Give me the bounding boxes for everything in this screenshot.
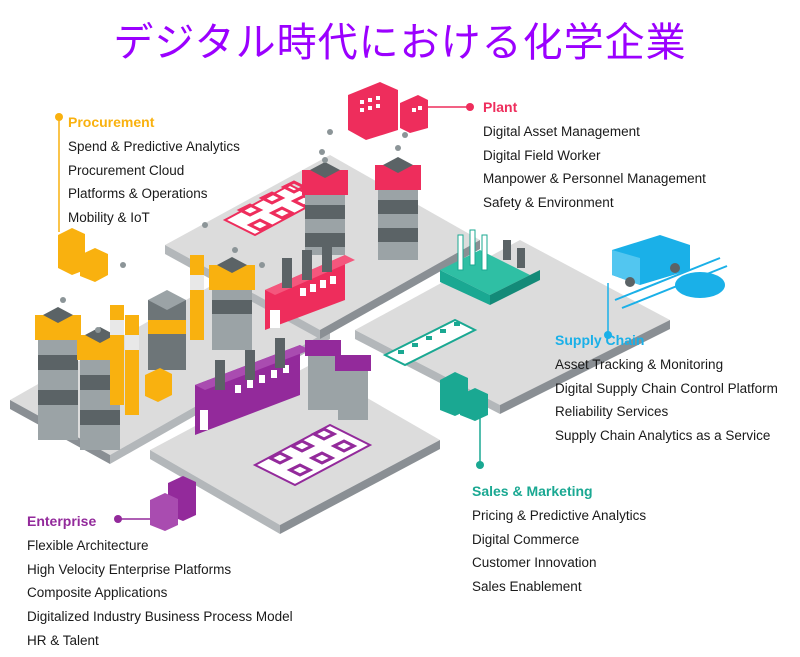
plant-tower-1: [302, 162, 348, 255]
list-item: Composite Applications: [27, 585, 168, 601]
list-item: HR & Talent: [27, 632, 99, 648]
section-heading: Sales & Marketing: [472, 483, 593, 499]
sales-icon: [440, 372, 488, 469]
sales-factory: [440, 229, 540, 305]
list-item: Procurement Cloud: [68, 162, 185, 178]
list-item: Digitalized Industry Business Process Mo…: [27, 609, 293, 625]
section-heading: Procurement: [68, 114, 155, 130]
section-enterprise: Enterprise Flexible Architecture High Ve…: [27, 512, 293, 653]
section-supply-chain: Supply Chain Asset Tracking & Monitoring…: [555, 331, 778, 448]
section-heading: Plant: [483, 99, 518, 115]
section-sales-marketing: Sales & Marketing Pricing & Predictive A…: [472, 482, 646, 599]
list-item: Safety & Environment: [483, 195, 614, 211]
list-item: Asset Tracking & Monitoring: [555, 357, 724, 372]
plant-factory: [265, 242, 355, 330]
list-item: Mobility & IoT: [68, 210, 150, 226]
section-procurement: Procurement Spend & Predictive Analytics…: [68, 113, 240, 230]
section-heading: Enterprise: [27, 513, 97, 529]
procurement-icon: [55, 113, 172, 402]
list-item: Supply Chain Analytics as a Service: [555, 428, 771, 444]
plant-tower-2: [375, 157, 421, 260]
sales-crates: [382, 318, 478, 367]
list-item: Flexible Architecture: [27, 538, 149, 553]
list-item: Reliability Services: [555, 404, 669, 420]
procurement-towers: [35, 255, 255, 450]
supply-chain-icon: [604, 235, 728, 339]
list-item: Digital Field Worker: [483, 147, 601, 163]
enterprise-icon: [114, 476, 196, 531]
plant-icon: [348, 82, 474, 140]
list-item: High Velocity Enterprise Platforms: [27, 561, 232, 577]
enterprise-crates: [252, 423, 373, 487]
list-item: Digital Commerce: [472, 531, 580, 547]
list-item: Digital Supply Chain Control Platform: [555, 380, 778, 396]
list-item: Spend & Predictive Analytics: [68, 139, 240, 154]
list-item: Manpower & Personnel Management: [483, 171, 706, 187]
smoke-dots: [60, 129, 408, 333]
page-title: デジタル時代における化学企業: [113, 20, 687, 66]
list-item: Customer Innovation: [472, 555, 597, 571]
list-item: Platforms & Operations: [68, 186, 208, 202]
section-plant: Plant Digital Asset Management Digital F…: [483, 98, 706, 215]
list-item: Sales Enablement: [472, 579, 582, 595]
section-heading: Supply Chain: [555, 332, 645, 348]
enterprise-factory: [195, 338, 371, 435]
list-item: Pricing & Predictive Analytics: [472, 508, 647, 523]
list-item: Digital Asset Management: [483, 124, 640, 139]
